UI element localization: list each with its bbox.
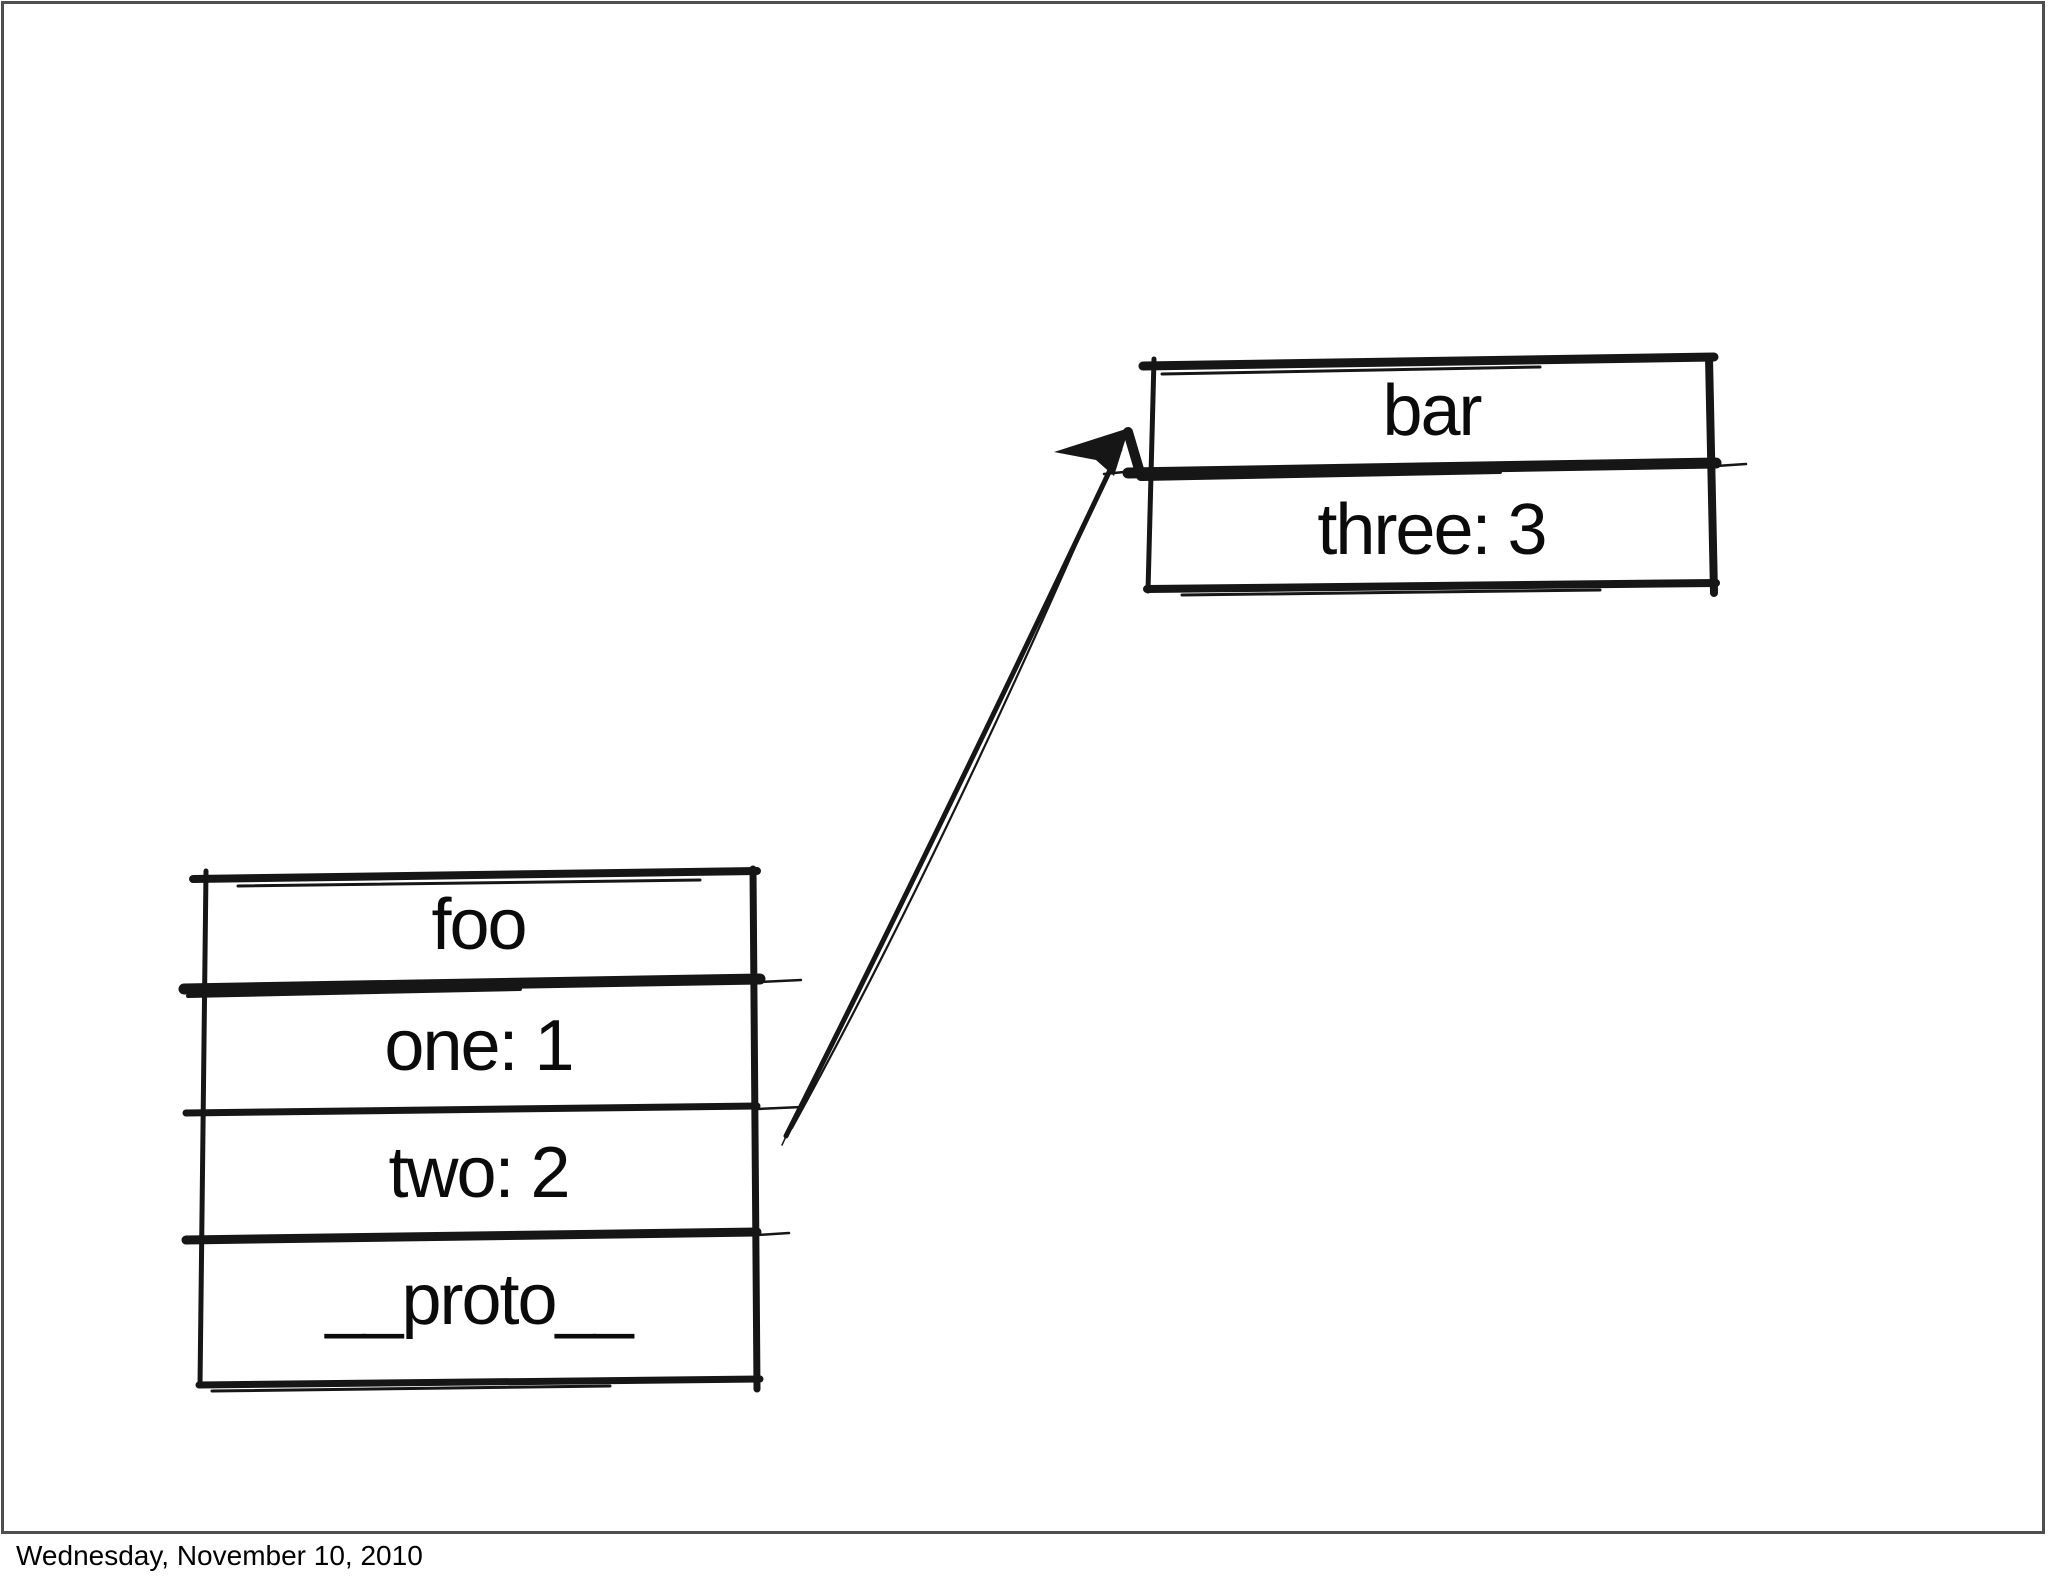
bar-box-title: bar xyxy=(1382,370,1482,451)
foo-row-proto: __proto__ xyxy=(325,1260,633,1340)
bar-row-three: three: 3 xyxy=(1317,490,1547,570)
foo-box-title: foo xyxy=(431,884,527,965)
foo-row-two: two: 2 xyxy=(388,1132,570,1213)
footer-date: Wednesday, November 10, 2010 xyxy=(16,1540,423,1571)
foo-row-one: one: 1 xyxy=(384,1006,574,1086)
